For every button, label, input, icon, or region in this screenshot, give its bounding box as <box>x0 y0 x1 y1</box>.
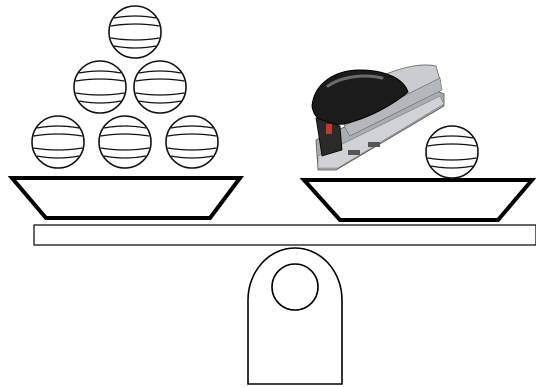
ball-icon <box>425 125 479 179</box>
scale-stand <box>247 247 343 385</box>
stapler-icon <box>311 64 445 171</box>
ball-icon <box>31 115 85 169</box>
ball-icon <box>108 5 162 59</box>
stand-pivot-hole <box>271 263 319 311</box>
balls-group <box>31 5 479 179</box>
ball-icon <box>165 115 219 169</box>
ball-icon <box>73 60 127 114</box>
ball-icon <box>133 60 187 114</box>
left-pan <box>7 176 244 220</box>
scale-beam <box>33 224 536 246</box>
ball-icon <box>98 115 152 169</box>
right-pan <box>299 178 536 222</box>
